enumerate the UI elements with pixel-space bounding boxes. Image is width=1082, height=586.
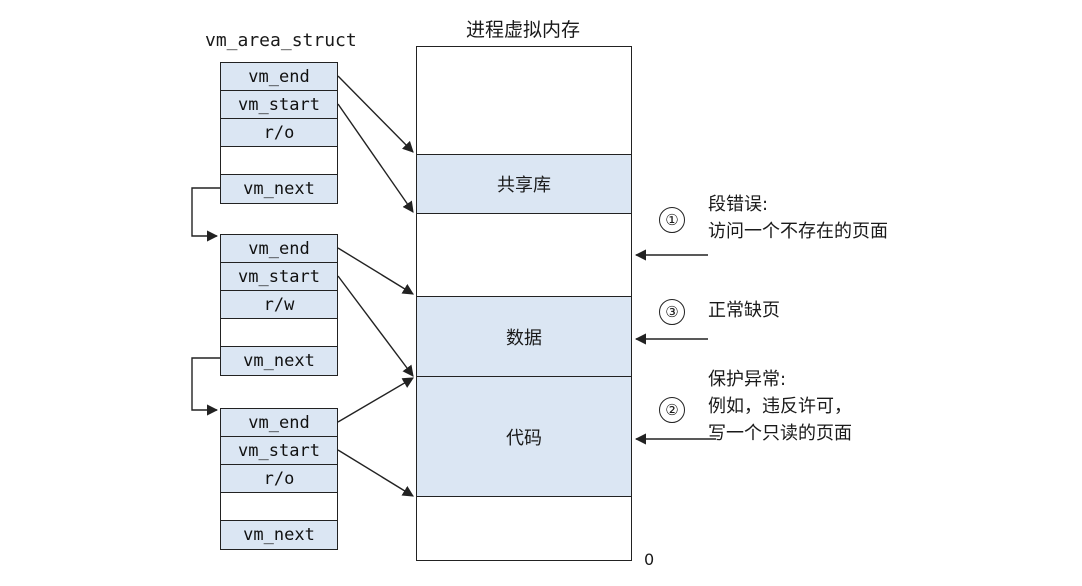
- annotation-line: 正常缺页: [708, 300, 780, 321]
- arrow-vm-next-1: [191, 187, 220, 242]
- vm-area-struct-2: vm_end vm_start r/w vm_next: [220, 234, 338, 376]
- annotation-normal-page-fault: 正常缺页: [708, 297, 780, 324]
- field-blank: [221, 147, 337, 175]
- arrow-vm-start-1: [337, 103, 414, 213]
- annotation-line: 访问一个不存在的页面: [708, 221, 888, 242]
- struct-title: vm_area_struct: [205, 30, 357, 51]
- field-vm-start: vm_start: [221, 437, 337, 465]
- marker-circle: ①: [659, 207, 685, 233]
- field-permissions: r/o: [221, 465, 337, 493]
- virtual-memory-column: 共享库 数据 代码: [416, 46, 632, 561]
- marker-circle: ②: [659, 397, 685, 423]
- region-code: 代码: [417, 376, 631, 497]
- arrow-vm-start-2: [337, 275, 414, 377]
- annotation-protection-fault: 保护异常: 例如，违反许可， 写一个只读的页面: [708, 366, 852, 447]
- arrow-vm-next-2: [191, 357, 220, 416]
- field-permissions: r/o: [221, 119, 337, 147]
- field-vm-end: vm_end: [221, 235, 337, 263]
- annotation-line: 段错误:: [708, 194, 769, 215]
- region-data: 数据: [417, 296, 631, 378]
- arrow-vm-end-1: [337, 75, 414, 153]
- field-blank: [221, 493, 337, 521]
- region-shared-library: 共享库: [417, 154, 631, 214]
- field-vm-next: vm_next: [221, 521, 337, 549]
- field-vm-end: vm_end: [221, 63, 337, 91]
- field-permissions: r/w: [221, 291, 337, 319]
- region-label: 代码: [506, 427, 542, 449]
- arrow-vm-start-3: [337, 449, 414, 497]
- annotation-segfault: 段错误: 访问一个不存在的页面: [708, 191, 888, 245]
- vm-area-struct-1: vm_end vm_start r/o vm_next: [220, 62, 338, 204]
- field-vm-start: vm_start: [221, 263, 337, 291]
- field-vm-start: vm_start: [221, 91, 337, 119]
- annotation-line: 例如，违反许可，: [708, 396, 852, 417]
- marker-circle: ③: [659, 299, 685, 325]
- field-blank: [221, 319, 337, 347]
- address-zero-label: 0: [644, 550, 655, 569]
- field-vm-next: vm_next: [221, 347, 337, 375]
- arrow-vm-end-3: [337, 377, 414, 423]
- region-label: 共享库: [497, 175, 551, 196]
- annotation-line: 写一个只读的页面: [708, 423, 852, 444]
- field-vm-end: vm_end: [221, 409, 337, 437]
- field-vm-next: vm_next: [221, 175, 337, 203]
- annotation-line: 保护异常:: [708, 369, 787, 390]
- vm-area-struct-3: vm_end vm_start r/o vm_next: [220, 408, 338, 550]
- region-label: 数据: [506, 328, 542, 349]
- memory-title: 进程虚拟内存: [466, 19, 581, 41]
- arrow-vm-end-2: [337, 247, 414, 295]
